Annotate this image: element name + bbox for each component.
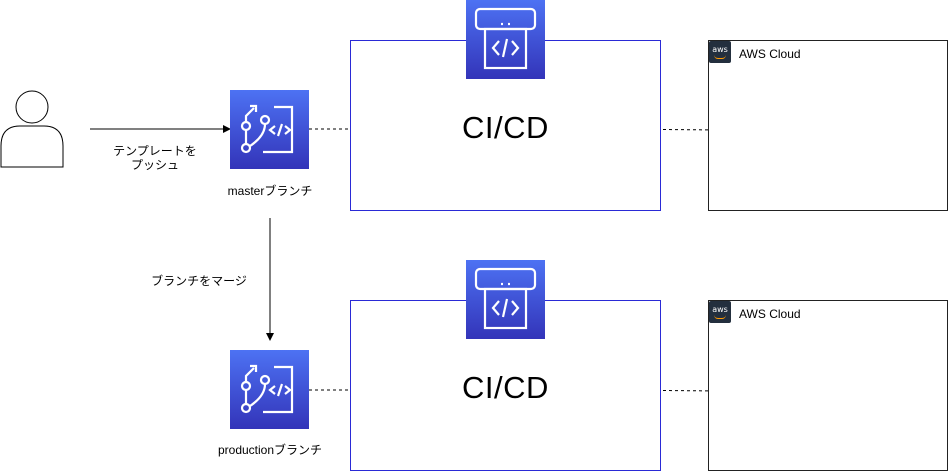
codepipeline-icon (474, 7, 537, 70)
aws-cloud-1[interactable]: aws AWS Cloud (708, 40, 948, 211)
aws-cloud-2[interactable]: aws AWS Cloud (708, 300, 948, 471)
aws-logo-icon: aws (709, 301, 731, 323)
git-repository-icon (240, 364, 294, 414)
master-branch-repo[interactable] (230, 90, 309, 169)
codepipeline-icon (474, 267, 537, 330)
aws-logo-text: aws (712, 44, 728, 54)
cicd-title-2: CI/CD (462, 370, 549, 405)
merge-label: ブランチをマージ (151, 274, 247, 288)
push-label-line2: プッシュ (130, 158, 179, 172)
production-branch-repo[interactable] (230, 350, 309, 429)
cicd-title-1: CI/CD (462, 110, 549, 145)
aws-logo-text: aws (712, 304, 728, 314)
aws-logo-icon: aws (709, 41, 731, 63)
person-icon (0, 90, 64, 168)
master-branch-label: masterブランチ (227, 184, 313, 198)
push-label: テンプレートを プッシュ (107, 144, 203, 172)
user-actor (0, 88, 64, 168)
production-branch-label: productionブランチ (217, 443, 323, 457)
codepipeline-tile-2[interactable] (466, 260, 545, 339)
aws-cloud-label-1: AWS Cloud (739, 47, 801, 61)
codepipeline-tile-1[interactable] (466, 0, 545, 79)
aws-cloud-label-2: AWS Cloud (739, 307, 801, 321)
git-repository-icon (240, 104, 294, 154)
push-label-line1: テンプレートを (113, 144, 197, 158)
